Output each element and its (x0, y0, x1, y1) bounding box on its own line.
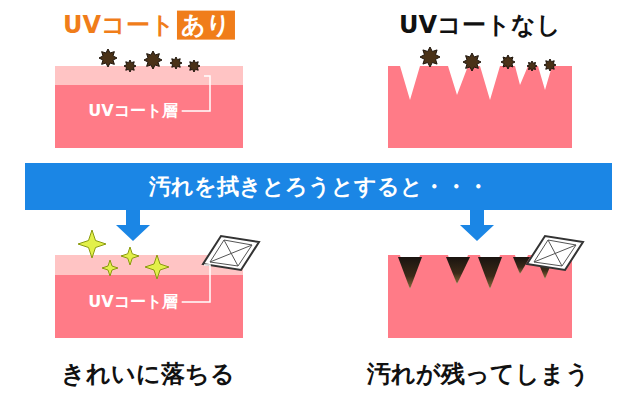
heading-group: UVコートあり (63, 11, 235, 40)
grooved-block (388, 66, 572, 148)
heading-text: UVコートなし (399, 11, 561, 39)
heading-badge: あり (177, 11, 235, 40)
caption-text: 汚れが残ってしまう (367, 360, 590, 388)
skin-block (55, 85, 243, 148)
dirt-particle (463, 53, 481, 71)
layer-label-box: UVコート層 (88, 101, 177, 120)
dirt-particle (420, 47, 440, 67)
layer-label: UVコート層 (88, 101, 177, 120)
sparkle (102, 260, 118, 276)
dirt-in-groove (398, 257, 422, 289)
arrow-head (460, 225, 494, 241)
arrow-head (116, 225, 150, 241)
wiping-cloth (203, 236, 259, 270)
sparkle (145, 255, 169, 279)
skin-block (55, 275, 243, 338)
dirt-in-groove (478, 257, 502, 289)
sparkles (78, 230, 169, 279)
dirt-particle (124, 60, 136, 72)
dirt-particle (188, 60, 200, 72)
caption-text-box: 汚れが残ってしまう (367, 360, 590, 389)
wiping-cloth (527, 236, 583, 270)
dirt-particle (170, 57, 182, 69)
dirt-particles (99, 47, 556, 72)
sparkle (121, 247, 139, 265)
dirt-particle (527, 61, 537, 71)
dirt-in-groove (513, 257, 530, 274)
dirt-particle (501, 55, 515, 69)
heading-text: UVコート (63, 11, 177, 40)
layer-label-box: UVコート層 (88, 292, 177, 311)
leader-line (182, 76, 210, 111)
sparkle (78, 230, 106, 258)
uv-coat-layer (55, 66, 243, 85)
dirt-particle (144, 51, 162, 69)
banner-text: 汚れを拭きとろうとすると・・・ (149, 172, 489, 202)
banner-band: 汚れを拭きとろうとすると・・・ (25, 163, 612, 210)
heading-text-box: UVコートなし (399, 11, 561, 40)
caption-text: きれいに落ちる (61, 360, 235, 388)
caption-text-box: きれいに落ちる (61, 360, 235, 389)
dirt-particle (544, 59, 556, 71)
dirt-in-groove (446, 257, 470, 284)
leader-line (182, 265, 210, 302)
arrow-shaft (126, 209, 140, 226)
layer-label: UVコート層 (88, 292, 177, 311)
arrow-shaft (470, 209, 484, 226)
dirt-particle (99, 49, 117, 67)
